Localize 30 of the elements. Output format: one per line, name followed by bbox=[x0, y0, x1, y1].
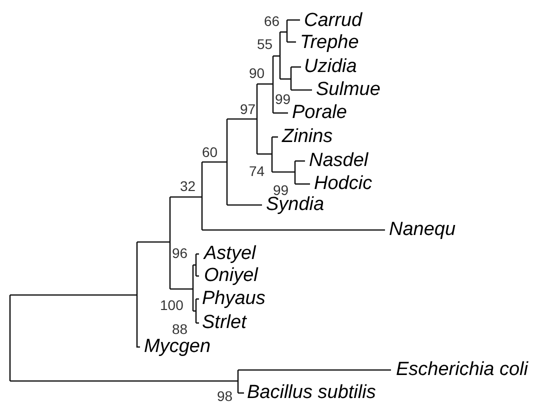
bootstrap-value: 90 bbox=[249, 66, 265, 80]
bootstrap-value: 99 bbox=[275, 92, 291, 106]
taxon-label: Sulmue bbox=[316, 80, 380, 98]
taxon-label: Uzidia bbox=[304, 56, 357, 76]
taxon-label: Syndia bbox=[266, 194, 324, 214]
taxon-label: Strlet bbox=[202, 312, 246, 332]
taxon-label: Oniyel bbox=[204, 266, 258, 284]
taxon-label: Mycgen bbox=[144, 336, 211, 356]
taxon-label: Hodcic bbox=[314, 174, 372, 192]
taxon-label: Carrud bbox=[304, 10, 362, 30]
taxon-label: Escherichia coli bbox=[396, 360, 528, 378]
taxon-label: Zinins bbox=[282, 126, 333, 146]
taxon-label: Nanequ bbox=[389, 220, 456, 238]
taxon-label: Bacillus subtilis bbox=[247, 382, 376, 402]
bootstrap-value: 66 bbox=[264, 14, 280, 28]
bootstrap-value: 99 bbox=[273, 183, 289, 197]
bootstrap-value: 74 bbox=[249, 164, 265, 178]
bootstrap-value: 98 bbox=[217, 389, 233, 403]
bootstrap-value: 88 bbox=[172, 322, 188, 336]
bootstrap-value: 100 bbox=[160, 298, 184, 312]
taxon-label: Astyel bbox=[204, 244, 256, 262]
bootstrap-value: 96 bbox=[172, 246, 188, 260]
taxon-label: Trephe bbox=[300, 32, 359, 52]
taxon-label: Nasdel bbox=[309, 150, 368, 170]
taxon-label: Phyaus bbox=[202, 288, 266, 308]
bootstrap-value: 55 bbox=[257, 37, 273, 51]
taxon-label: Porale bbox=[292, 102, 347, 122]
bootstrap-value: 60 bbox=[202, 145, 218, 159]
bootstrap-value: 97 bbox=[240, 102, 256, 116]
bootstrap-value: 32 bbox=[180, 179, 196, 193]
